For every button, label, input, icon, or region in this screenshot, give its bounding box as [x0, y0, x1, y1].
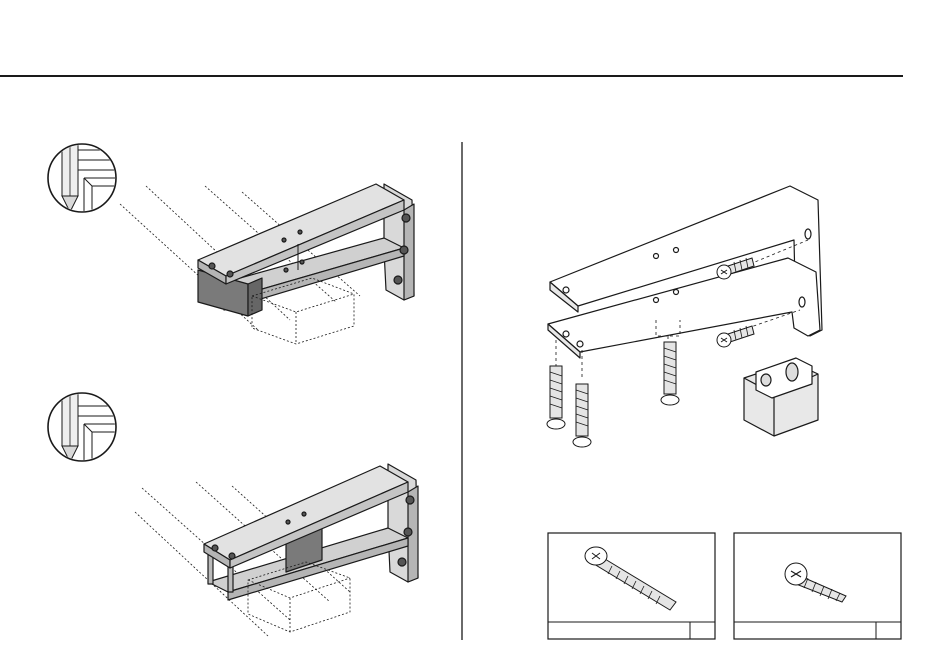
hardware-card-screw — [734, 533, 901, 639]
corner-detail-callout — [48, 140, 120, 215]
exploded-parts-view — [547, 186, 822, 447]
pan-head-screw — [717, 326, 754, 347]
l-bracket — [198, 184, 414, 316]
step-install-bracket-with-insert — [48, 140, 414, 344]
button-head-bolt — [661, 342, 679, 405]
l-bracket — [204, 464, 418, 600]
corner-detail-callout — [48, 390, 120, 465]
hardware-card-bolt — [548, 533, 715, 639]
tube-insert — [744, 358, 818, 436]
button-head-bolt — [547, 366, 565, 429]
button-head-bolt — [573, 384, 591, 447]
step-install-bracket-with-bolts — [48, 390, 418, 636]
